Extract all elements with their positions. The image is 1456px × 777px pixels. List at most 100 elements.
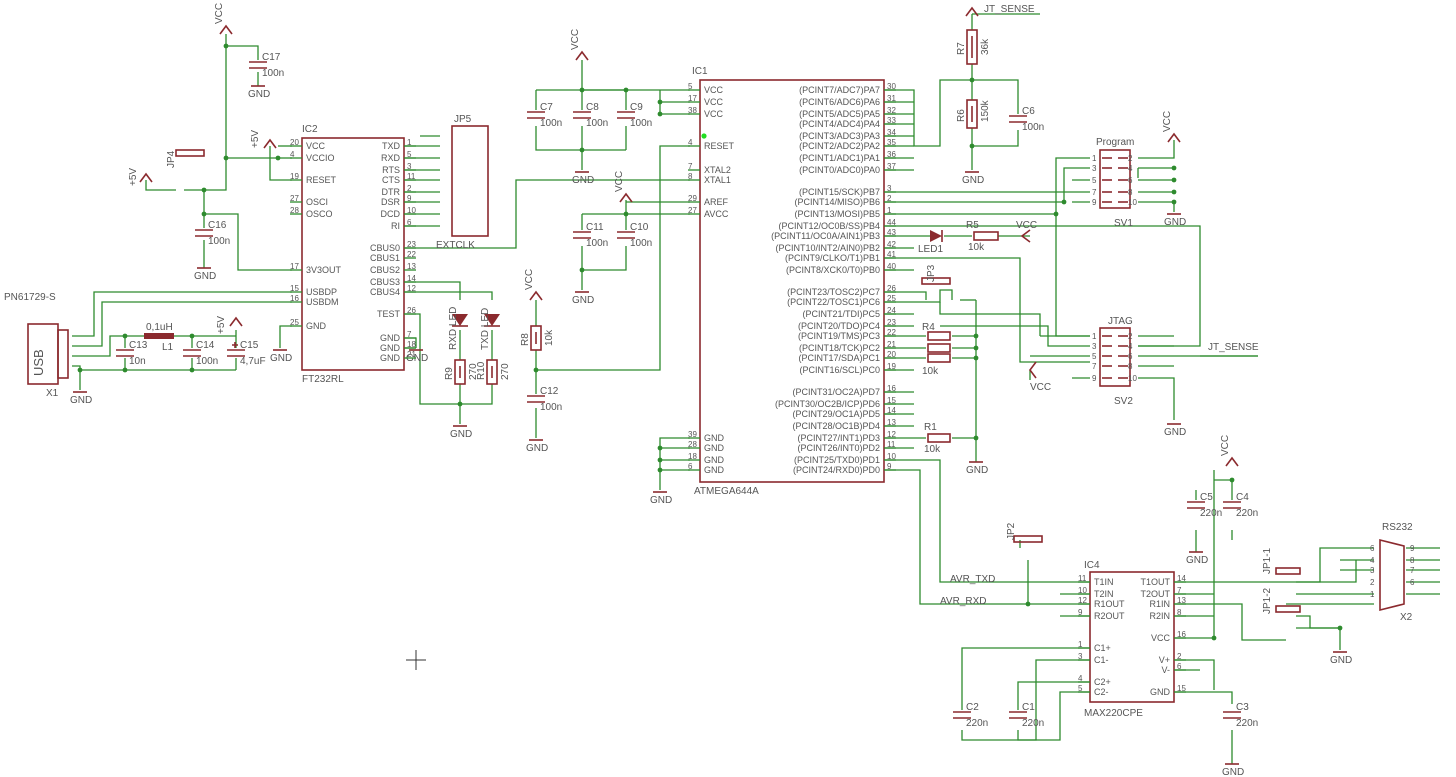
- ic2-right-pin-num: 7: [407, 330, 412, 339]
- ic4-right-pin-label: V-: [1161, 665, 1170, 675]
- res-value: 10k: [968, 242, 985, 253]
- ic4-left-pin-label: R2OUT: [1094, 611, 1125, 621]
- res-name: R4: [922, 322, 935, 333]
- cap-value: 100n: [1022, 122, 1044, 133]
- ic2-right-pin-num: 2: [407, 184, 412, 193]
- ic4-right-pin-num: 6: [1177, 662, 1182, 671]
- ic1-right-pin-num: 24: [887, 306, 896, 315]
- ic1-right-pin-label: (PCINT28/OC1B)PD4: [792, 421, 880, 431]
- junction-dot: [657, 467, 663, 473]
- vcc-arrow-icon: [1020, 229, 1031, 243]
- ic2-right-pin-label: GND: [380, 353, 401, 363]
- ic4-right-pin-num: 14: [1177, 574, 1186, 583]
- vcc-arrow-icon: [263, 138, 277, 149]
- ic2-left-pin-num: 17: [290, 262, 299, 271]
- gnd-icon: GND: [1330, 651, 1352, 666]
- ic1-name: IC1: [692, 66, 708, 77]
- header-pin-num: 1: [1092, 332, 1097, 341]
- extclk-label: EXTCLK: [436, 240, 475, 251]
- vcc-label-led: VCC: [1016, 220, 1037, 231]
- ic1-right-pin-label: (PCINT4/ADC4)PA4: [799, 119, 880, 129]
- header-pin-num: 5: [1092, 176, 1097, 185]
- ic1-right-pin-label: (PCINT2/ADC2)PA2: [799, 141, 880, 151]
- ic4-left-pin-num: 3: [1078, 652, 1083, 661]
- junction-dot: [122, 367, 128, 373]
- gnd-label: GND: [572, 295, 594, 306]
- junction-dot: [623, 87, 629, 93]
- jt-sense-right: JT_SENSE: [1208, 342, 1259, 353]
- vcc-arrow-icon: VCC: [214, 3, 233, 35]
- header-pin-num: 7: [1092, 362, 1097, 371]
- ic2-left-pin-label: GND: [306, 321, 327, 331]
- gnd-label: GND: [966, 465, 988, 476]
- ic1-left-pin-num: 7: [688, 162, 693, 171]
- jp4-label: JP4: [166, 150, 177, 168]
- ic4-value: MAX220CPE: [1084, 708, 1143, 719]
- ic1-right-pin-label: (PCINT25/TXD0)PD1: [794, 455, 880, 465]
- sv2-name: JTAG: [1108, 316, 1133, 327]
- cap-value: 220n: [1236, 508, 1258, 519]
- ic2-right-pin-label: CBUS1: [370, 253, 400, 263]
- ic2-left-pin-num: 28: [290, 206, 299, 215]
- jp3-label: JP3: [926, 264, 937, 282]
- cap-value: 10n: [129, 356, 146, 367]
- ic1-right-pin-label: (PCINT18/TCK)PC2: [799, 343, 880, 353]
- cap-value: 100n: [586, 118, 608, 129]
- vcc-arrow-icon: [1029, 361, 1037, 379]
- junction-dot: [969, 77, 975, 83]
- vcc-arrow-icon: [229, 316, 243, 327]
- ic1-right-pin-num: 40: [887, 262, 896, 271]
- leds: [452, 230, 943, 327]
- header-pin-num: 1: [1092, 154, 1097, 163]
- junction-dot: [201, 211, 207, 217]
- ic1-left-pin-label: AVCC: [704, 209, 729, 219]
- junction-dot: [969, 143, 975, 149]
- ic2-body: [301, 137, 405, 371]
- ic1-right-pin-num: 12: [887, 430, 896, 439]
- gnd-label: GND: [572, 175, 594, 186]
- ic1-right-pin-label: (PCINT16/SCL)PC0: [799, 365, 880, 375]
- ic1-right-pin-num: 30: [887, 82, 896, 91]
- gnd-icon: GND: [526, 439, 548, 454]
- ic2-right-pin-num: 5: [407, 150, 412, 159]
- gnd-label: GND: [526, 443, 548, 454]
- ic1-right-pin-label: (PCINT20/TDO)PC4: [798, 321, 880, 331]
- ic2-left-pin-num: 4: [290, 150, 295, 159]
- ic1-right-pin-num: 31: [887, 94, 896, 103]
- ic1-right-pin-label: (PCINT13/MOSI)PB5: [794, 209, 880, 219]
- sv1-name: Program: [1096, 137, 1134, 148]
- ic1-right-pin-num: 36: [887, 150, 896, 159]
- gnd-label: GND: [1186, 555, 1208, 566]
- ic2-right-pin-num: 1: [407, 138, 412, 147]
- junction-dot: [973, 333, 979, 339]
- ic1-left-pin-num: 18: [688, 452, 697, 461]
- cursor-crosshair-icon: [406, 650, 426, 670]
- ic1-left-pin-num: 17: [688, 94, 697, 103]
- junction-dot: [1229, 477, 1235, 483]
- header-pin-num: 4: [1128, 164, 1133, 173]
- cap-value: 220n: [966, 718, 988, 729]
- ic4-left-pin-label: C1+: [1094, 643, 1111, 653]
- ic2-right-pin-label: DCD: [381, 209, 401, 219]
- header-pin-num: 9: [1092, 374, 1097, 383]
- cap-name: C5: [1200, 492, 1213, 503]
- wires: [72, 13, 1440, 764]
- ic1-right-pin-num: 9: [887, 462, 892, 471]
- gnd-icon: GND: [270, 349, 292, 364]
- ic2-left-pin-label: 3V3OUT: [306, 265, 342, 275]
- ic1-right-pin-num: 13: [887, 418, 896, 427]
- cap-value: 100n: [262, 68, 284, 79]
- resistor-r4: [927, 343, 951, 353]
- vcc-arrow-icon: VCC: [1220, 435, 1239, 467]
- ic2-right-pin-label: CBUS4: [370, 287, 400, 297]
- ic2-right-pin-label: RTS: [382, 165, 400, 175]
- ic4-right-pin-num: 13: [1177, 596, 1186, 605]
